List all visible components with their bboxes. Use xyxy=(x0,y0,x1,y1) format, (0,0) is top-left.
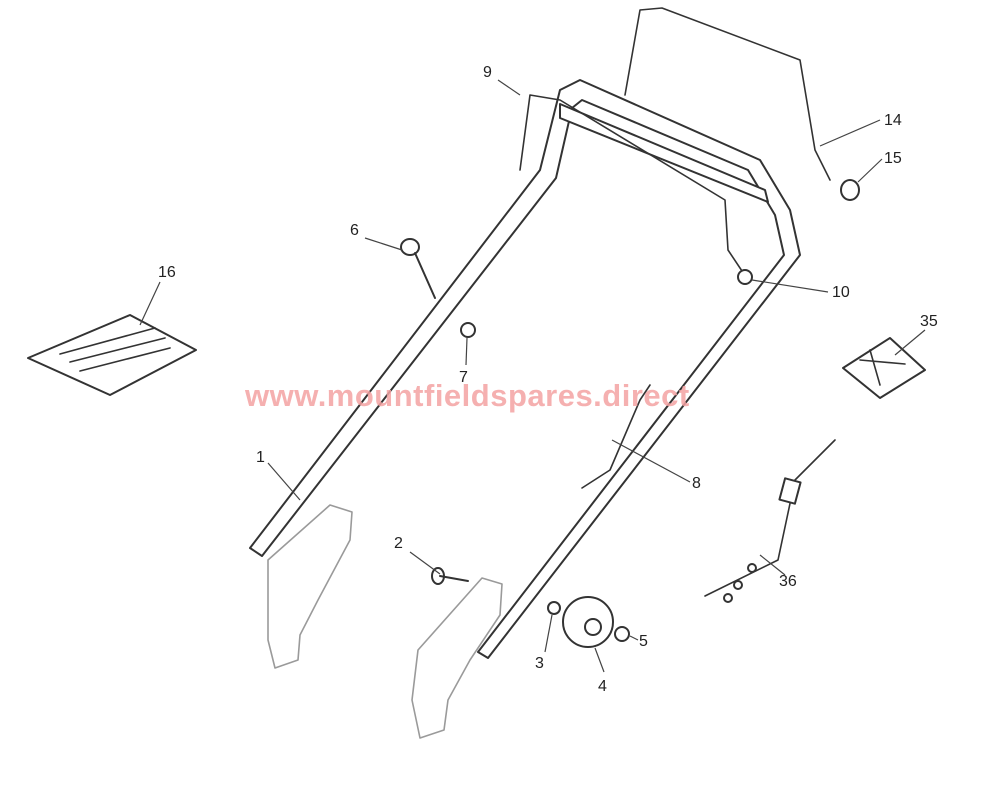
leader-5 xyxy=(629,635,639,641)
callout-16: 16 xyxy=(158,264,176,281)
callout-10: 10 xyxy=(832,284,850,301)
bail-lever xyxy=(519,94,749,281)
part-2-bolt xyxy=(431,567,469,585)
callout-1: 1 xyxy=(256,449,265,466)
leader-9 xyxy=(497,79,521,96)
part-6-bolt xyxy=(400,238,436,299)
callout-15: 15 xyxy=(884,150,902,167)
leader-35 xyxy=(894,329,926,356)
callout-2: 2 xyxy=(394,535,403,552)
callout-36: 36 xyxy=(779,573,797,590)
leader-15 xyxy=(857,158,883,183)
leader-36 xyxy=(759,554,786,576)
leader-8 xyxy=(611,439,691,483)
callout-7: 7 xyxy=(459,369,468,386)
leader-14 xyxy=(819,119,881,147)
handle-frame xyxy=(249,79,801,659)
leader-7 xyxy=(465,337,468,366)
leader-16 xyxy=(139,281,161,326)
callout-4: 4 xyxy=(598,678,607,695)
left-handle-bracket xyxy=(267,504,353,669)
callout-5: 5 xyxy=(639,633,648,650)
leader-6 xyxy=(364,237,403,251)
part-36-drive-cable xyxy=(704,439,836,603)
part-15-clip xyxy=(840,179,860,201)
part-7-nut xyxy=(460,322,476,338)
callout-14: 14 xyxy=(884,112,902,129)
part-35-label-pack xyxy=(842,337,926,399)
right-handle-bracket xyxy=(411,577,503,739)
leader-3 xyxy=(544,614,553,653)
top-grab-bar xyxy=(624,7,831,181)
part-4-knob xyxy=(562,596,614,648)
upper-cross-tube xyxy=(559,103,769,203)
leader-1 xyxy=(267,462,301,501)
callout-9: 9 xyxy=(483,64,492,81)
part-16-fixings-bag xyxy=(27,314,197,396)
part-8-cable xyxy=(581,384,651,489)
leader-4 xyxy=(594,647,605,673)
part-5-nut xyxy=(614,626,630,642)
callout-35: 35 xyxy=(920,313,938,330)
part-10-pivot xyxy=(737,269,753,285)
callout-6: 6 xyxy=(350,222,359,239)
callout-3: 3 xyxy=(535,655,544,672)
leader-10 xyxy=(751,279,829,293)
part-3-washer xyxy=(547,601,561,615)
callout-8: 8 xyxy=(692,475,701,492)
watermark-text: www.mountfieldspares.direct xyxy=(244,378,690,413)
leader-2 xyxy=(409,551,441,575)
